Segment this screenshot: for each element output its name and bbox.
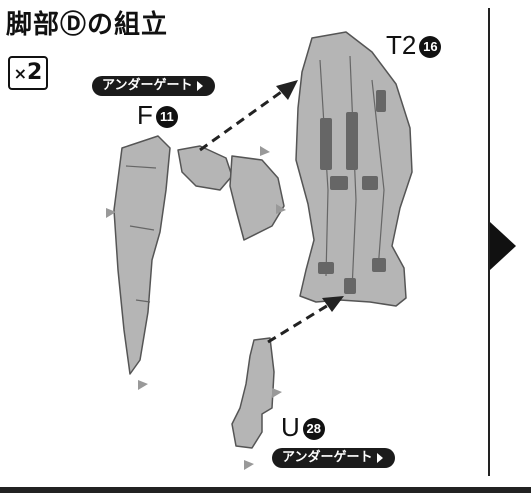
under-gate-label-text: アンダーゲート xyxy=(102,78,193,93)
page-bottom-bar xyxy=(0,487,531,493)
gate-marker-icon xyxy=(138,380,148,390)
part-t-detail-line xyxy=(319,55,385,291)
part-f-right-armor xyxy=(229,155,285,241)
next-step-arrow-icon xyxy=(490,222,516,270)
part-t-slot xyxy=(344,278,356,294)
pill-arrow-icon xyxy=(197,80,204,91)
part-u-piece xyxy=(231,337,275,449)
under-gate-label-top: アンダーゲート xyxy=(92,76,216,96)
part-t-vent xyxy=(318,262,334,274)
gate-marker-icon xyxy=(244,460,254,470)
gate-marker-icon xyxy=(272,388,282,398)
step-divider xyxy=(488,8,490,476)
part-t-vent xyxy=(330,176,348,190)
part-number-f: 11 xyxy=(155,106,178,128)
under-gate-label-bottom: アンダーゲート xyxy=(272,448,396,468)
part-number-t: 16 xyxy=(419,36,442,58)
part-f-detail-line xyxy=(125,165,157,303)
quantity-prefix: × xyxy=(13,64,28,83)
part-letter-f: F xyxy=(137,100,153,130)
assembly-guide-line-f xyxy=(199,88,285,152)
quantity-badge: ×2 xyxy=(8,56,48,90)
gate-marker-icon xyxy=(276,204,286,214)
part-f-left-armor xyxy=(113,135,171,375)
quantity-count: 2 xyxy=(27,60,43,85)
part-t-vent xyxy=(320,118,332,170)
gate-marker-icon xyxy=(260,146,270,156)
part-t-vent xyxy=(362,176,378,190)
part-t-vent xyxy=(372,258,386,272)
part-letter-t: T2 xyxy=(386,30,417,60)
pill-arrow-icon-bottom xyxy=(377,452,384,463)
gate-marker-icon xyxy=(106,208,116,218)
part-number-u: 28 xyxy=(302,418,325,440)
assembly-arrow-head-icon xyxy=(322,296,344,312)
part-t-vent xyxy=(346,112,358,170)
under-gate-label-text-bottom: アンダーゲート xyxy=(282,450,373,465)
part-f-connector xyxy=(177,145,233,191)
part-letter-u: U xyxy=(281,412,300,442)
part-t-vent xyxy=(376,90,386,112)
assembly-guide-line-u xyxy=(267,302,331,344)
assembly-arrow-head-icon xyxy=(276,80,298,100)
page-title: 脚部Ⓓの組立 xyxy=(6,10,169,40)
